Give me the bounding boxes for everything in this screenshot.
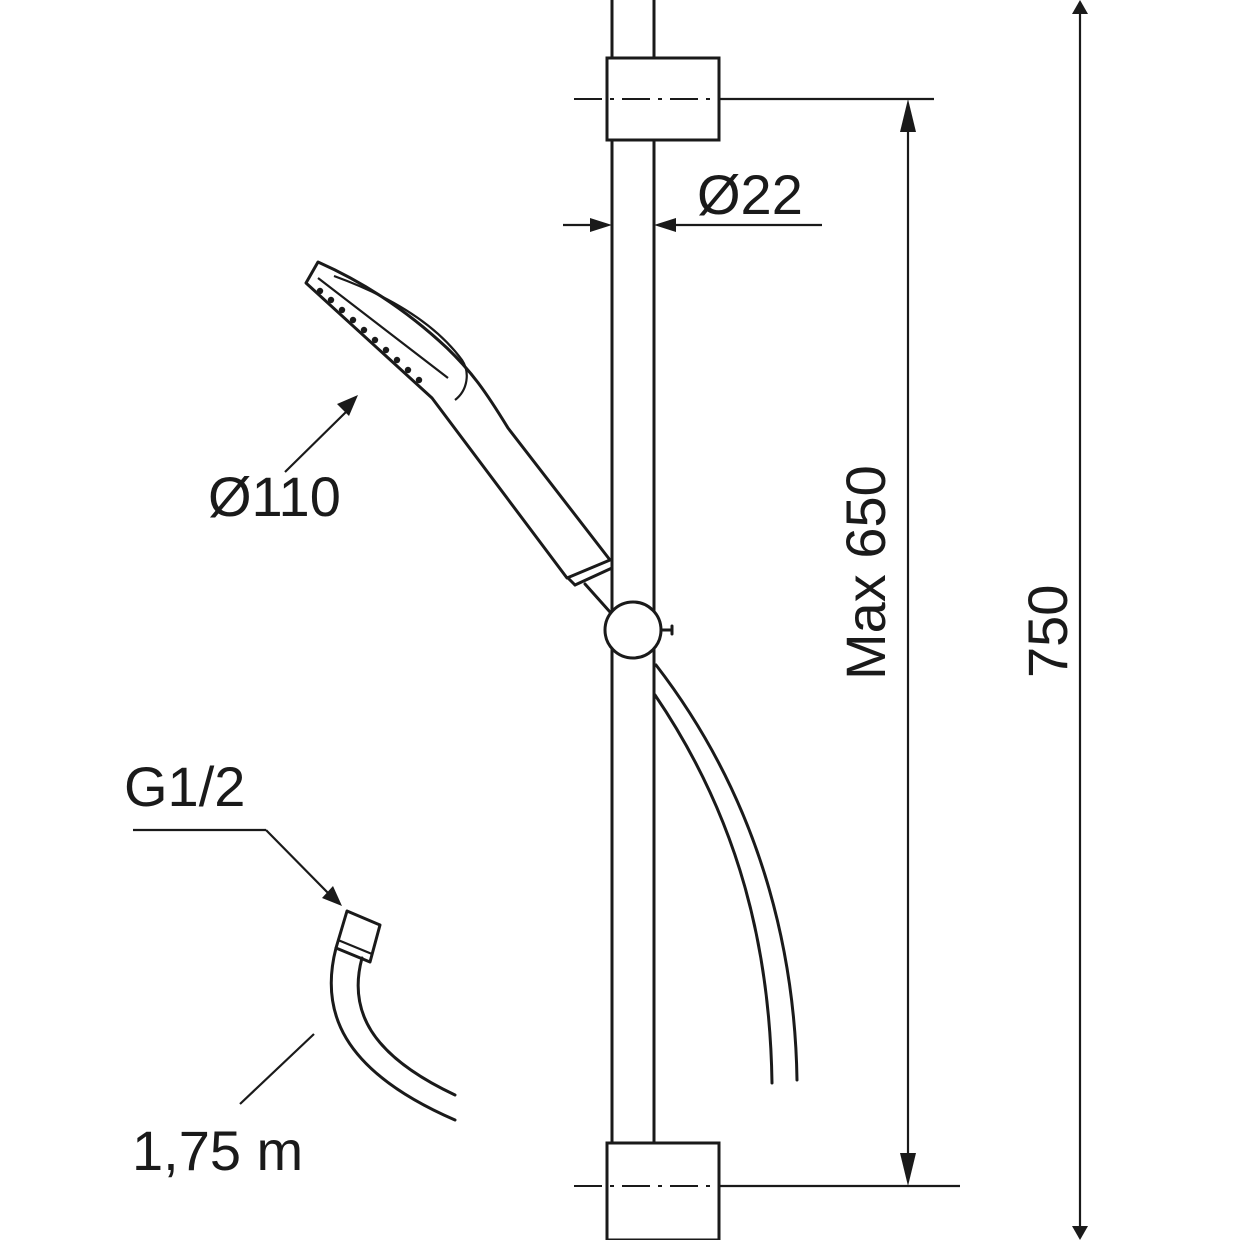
hose-length-label: 1,75 m	[132, 1119, 303, 1182]
rail-diameter-dimension: Ø22	[563, 163, 822, 232]
connection-thread-leader: G1/2	[124, 755, 342, 906]
total-height-dimension: 750	[1016, 0, 1088, 1240]
nozzle-row	[316, 287, 423, 384]
bracket-centerlines	[574, 97, 960, 1188]
total-height-label: 750	[1016, 585, 1079, 678]
shower-hose	[653, 663, 799, 1085]
loose-hose	[329, 909, 457, 1122]
rail-diameter-label: Ø22	[697, 163, 803, 226]
handshower-holder	[583, 582, 674, 660]
max-height-label: Max 650	[834, 465, 897, 680]
bottom-wall-bracket	[605, 1141, 721, 1240]
max-height-dimension: Max 650	[834, 99, 916, 1186]
handshower-diameter-label: Ø110	[208, 465, 341, 528]
hose-length-leader: 1,75 m	[132, 1033, 315, 1182]
hand-shower	[304, 260, 614, 587]
handshower-diameter-leader: Ø110	[208, 395, 358, 528]
connection-thread-label: G1/2	[124, 755, 245, 818]
